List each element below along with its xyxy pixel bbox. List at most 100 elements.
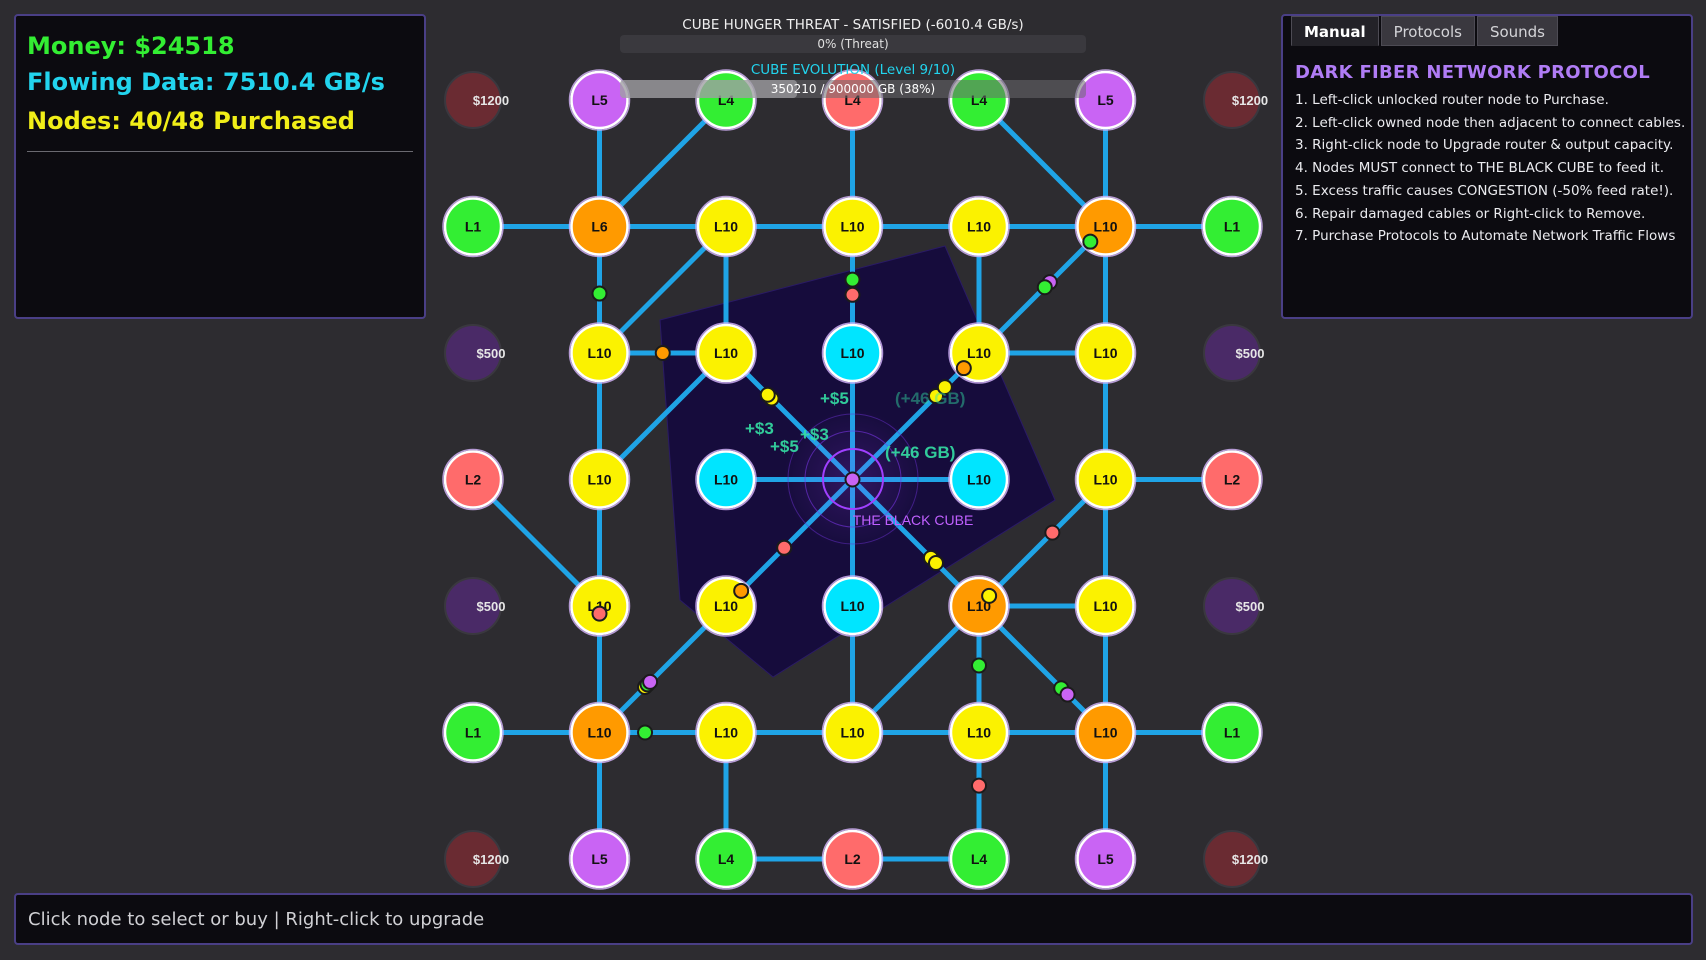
threat-bar-track (620, 35, 1086, 53)
floating-rewards: +$5 +$3 (+46 GB) (+46 GB) +$5 +$3 (745, 389, 965, 462)
data-packet (971, 657, 987, 674)
router-node[interactable]: L1 (1201, 195, 1263, 258)
router-node[interactable]: L10 (1074, 195, 1137, 258)
router-node[interactable]: L2 (442, 448, 504, 511)
node-label: L5 (1097, 92, 1114, 108)
floating-reward-text: +$3 (800, 425, 829, 444)
router-node[interactable]: L6 (568, 195, 631, 258)
router-node[interactable]: L10 (821, 575, 884, 637)
node-label: L5 (591, 851, 608, 867)
router-node[interactable]: L10 (1074, 448, 1137, 511)
router-node[interactable]: L10 (948, 195, 1010, 258)
node-label: $1200 (1232, 93, 1268, 108)
info-tabs: Manual Protocols Sounds (1291, 16, 1560, 46)
data-packet (654, 345, 671, 361)
locked-router-node[interactable]: $1200 (444, 71, 509, 129)
router-node[interactable]: L10 (948, 448, 1010, 511)
node-label: L1 (1224, 219, 1241, 235)
node-label: L10 (714, 598, 738, 614)
router-node[interactable]: L10 (695, 448, 757, 511)
router-node[interactable]: L5 (568, 69, 631, 131)
node-label: $500 (1236, 346, 1265, 361)
data-packet (591, 605, 608, 622)
tab-manual[interactable]: Manual (1291, 16, 1379, 46)
node-label: $1200 (1232, 852, 1268, 867)
router-node[interactable]: L10 (948, 322, 1010, 384)
data-packet (591, 285, 608, 302)
node-label: L4 (718, 851, 735, 867)
router-node[interactable]: L10 (821, 322, 884, 384)
router-node[interactable]: L10 (821, 195, 884, 258)
router-node[interactable]: L10 (948, 575, 1010, 637)
evolution-bar-fill (620, 80, 798, 98)
node-label: $1200 (473, 852, 509, 867)
node-label: L10 (840, 725, 864, 741)
router-node[interactable]: L4 (948, 69, 1010, 131)
node-label: L2 (1224, 472, 1241, 488)
router-node[interactable]: L1 (1201, 701, 1263, 764)
router-node[interactable]: L10 (948, 701, 1010, 764)
locked-router-node[interactable]: $1200 (444, 830, 509, 888)
data-packet (1082, 233, 1099, 250)
router-node[interactable]: L2 (821, 828, 884, 890)
data-packet (1036, 279, 1053, 296)
locked-router-node[interactable]: $500 (444, 324, 505, 382)
data-packet (637, 724, 654, 741)
router-node[interactable]: L10 (695, 575, 757, 637)
node-label: L10 (1093, 472, 1117, 488)
router-node[interactable]: L5 (1074, 828, 1137, 890)
node-label: L10 (714, 219, 738, 235)
tab-protocols[interactable]: Protocols (1380, 16, 1475, 46)
manual-title: DARK FIBER NETWORK PROTOCOL (1295, 62, 1650, 83)
router-node[interactable]: L5 (1074, 69, 1137, 131)
black-cube-label: THE BLACK CUBE (853, 512, 974, 528)
locked-router-node[interactable]: $500 (444, 577, 505, 635)
router-node[interactable]: L2 (1201, 448, 1263, 511)
data-packet (844, 286, 861, 303)
router-node[interactable]: L10 (568, 322, 631, 384)
locked-router-node[interactable]: $1200 (1203, 830, 1268, 888)
router-node[interactable]: L1 (442, 195, 504, 258)
router-node[interactable]: L10 (568, 448, 631, 511)
data-packet (759, 386, 776, 403)
locked-router-node[interactable]: $1200 (1203, 71, 1268, 129)
router-node[interactable]: L4 (821, 69, 884, 131)
router-node[interactable]: L5 (568, 828, 631, 890)
node-label: L10 (840, 219, 864, 235)
evolution-title: CUBE EVOLUTION (Level 9/10) (751, 62, 955, 78)
floating-reward-text: (+46 GB) (895, 389, 965, 408)
node-label: L10 (967, 725, 991, 741)
router-node[interactable]: L10 (568, 701, 631, 764)
data-packet (971, 777, 987, 794)
node-label: L2 (465, 472, 482, 488)
packet-layer (591, 233, 1099, 794)
locked-router-node[interactable]: $500 (1203, 577, 1264, 635)
router-node[interactable]: L4 (948, 828, 1010, 890)
node-label: L1 (465, 219, 482, 235)
data-packet (955, 360, 972, 377)
manual-item: 4. Nodes MUST connect to THE BLACK CUBE … (1295, 160, 1664, 177)
router-node[interactable]: L1 (442, 701, 504, 764)
router-node[interactable]: L10 (1074, 322, 1137, 384)
locked-router-node[interactable]: $500 (1203, 324, 1265, 382)
manual-content: DARK FIBER NETWORK PROTOCOL 1. Left-clic… (1295, 62, 1685, 248)
router-node[interactable]: L10 (1074, 575, 1137, 637)
router-node[interactable]: L10 (821, 701, 884, 764)
node-label: L10 (587, 472, 611, 488)
node-label: L10 (967, 219, 991, 235)
router-node[interactable]: L10 (1074, 701, 1137, 764)
node-label: L10 (1093, 219, 1117, 235)
data-packet (844, 271, 861, 288)
node-label: L10 (1093, 598, 1117, 614)
data-packet (981, 587, 998, 604)
router-node[interactable]: L4 (695, 828, 757, 890)
router-node[interactable]: L10 (695, 195, 757, 258)
router-node[interactable]: L10 (695, 322, 757, 384)
nodes-purchased-readout: Nodes: 40/48 Purchased (27, 107, 355, 135)
tab-sounds[interactable]: Sounds (1476, 16, 1558, 46)
router-node[interactable]: L10 (695, 701, 757, 764)
router-node[interactable]: L4 (695, 69, 757, 131)
footer-bar: Click node to select or buy | Right-clic… (14, 893, 1693, 945)
